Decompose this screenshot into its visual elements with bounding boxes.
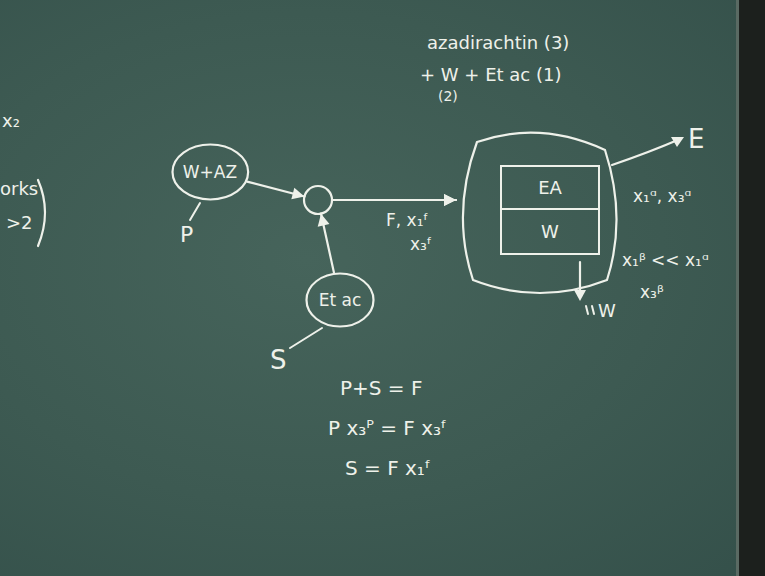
chalk-label: F, x₁ᶠ [386,210,429,230]
ditto-mark [592,306,594,314]
arrow-head [444,194,456,206]
node-heading: azadirachtin (3) [427,32,569,54]
chalk-label: P x₃ᴾ = F x₃ᶠ [328,416,447,440]
bracket [38,180,45,246]
node-text: W [541,221,559,243]
phase-box: W [500,208,600,255]
arrow-head [671,137,684,147]
connector-line [332,199,456,201]
node-outline [455,128,620,296]
leader-line [190,203,200,220]
chalk-label: x₃ᶠ [410,234,432,254]
chalk-label: orks [0,178,38,200]
chalk-label: S = F x₁ᶠ [345,456,431,480]
stream-circle: W+AZ [171,143,250,201]
chalk-label: P+S = F [340,376,423,400]
decanter-outline: azadirachtin (3)+ W + Et ac (1)EAW [455,128,620,296]
arrow-head [444,194,456,206]
ditto-mark [586,306,588,314]
chalk-label: P [180,222,193,248]
chalk-label: >2 [6,212,33,234]
arrow-head [574,290,586,301]
decanter-outline-path [463,133,617,293]
connector-line [332,199,456,201]
node-text: Et ac [319,290,362,310]
chalk-label: S [270,345,287,376]
board-frame [738,0,765,576]
chalk-label: W [598,300,616,322]
node-heading: + W + Et ac (1) [420,64,561,86]
flow-arrow [247,182,456,206]
chalk-label: x₃ᵝ [640,282,664,302]
node-text: EA [538,177,562,199]
phase-box: EA [500,165,600,210]
circle-outline [307,274,374,327]
node-text: W+AZ [183,162,237,182]
circle-outline [172,145,248,200]
stream-circle: Et ac [305,272,375,328]
product-arrow [612,139,680,165]
arrow-head [318,214,330,227]
chalk-label: E [688,124,704,155]
chalk-label: x₂ [2,110,20,132]
arrow-head [291,188,304,200]
chalk-label: x₁ᵅ, x₃ᵅ [633,186,691,206]
chalk-label: (2) [438,88,458,105]
chalk-label: x₁ᵝ << x₁ᵅ [622,250,709,270]
flow-arrow [318,194,456,272]
frame-edge [736,0,739,576]
mixer-circle [304,186,332,214]
leader-line [290,328,322,348]
